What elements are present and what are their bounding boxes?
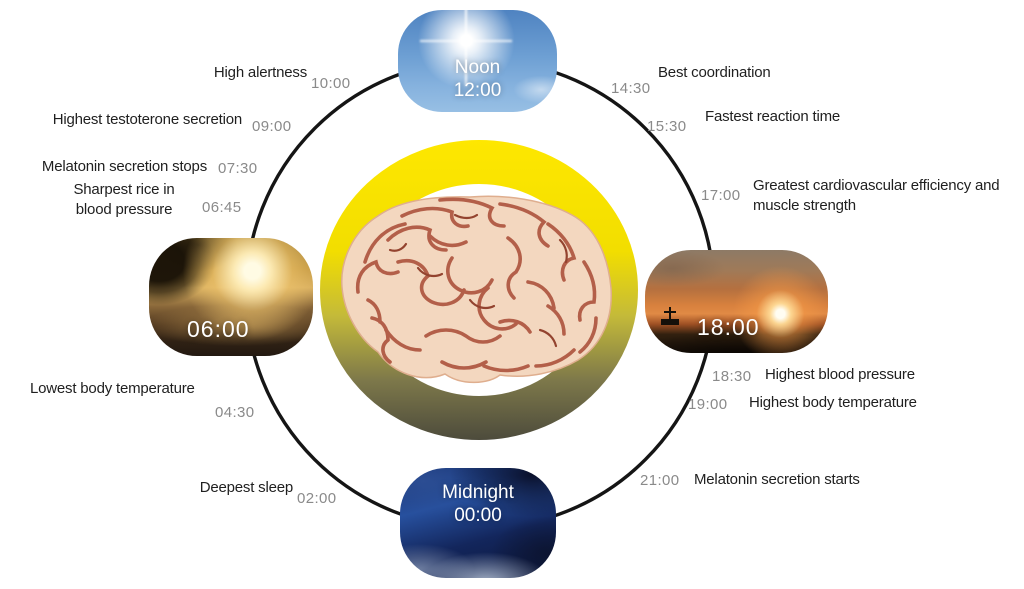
event-time-best-coordination: 14:30 [611,80,651,97]
sunset-card: 18:00 [645,250,828,353]
midnight-label: Midnight [442,482,514,503]
sun-ray-icon [465,10,467,86]
event-time-highest-temp: 19:00 [688,396,728,413]
event-label-melatonin-starts: Melatonin secretion starts [694,471,860,488]
event-label-testosterone: Highest testoterone secretion [52,111,243,128]
event-label-lowest-temp: Lowest body temperature [30,380,195,397]
noon-label: Noon [454,57,501,78]
event-time-lowest-temp: 04:30 [215,404,255,421]
event-time-deepest-sleep: 02:00 [297,490,337,507]
midnight-caption: Midnight 00:00 [400,481,556,527]
event-label-cardiovascular: Greatest cardiovascular efficiency and m… [753,177,1000,214]
event-label-highest-temp: Highest body temperature [749,394,917,411]
event-time-blood-pressure-rise: 06:45 [202,199,242,216]
event-time-fastest-reaction: 15:30 [647,118,687,135]
morning-time: 06:00 [187,316,250,342]
event-label-high-alertness: High alertness [213,64,307,81]
event-time-highest-bp: 18:30 [712,368,752,385]
noon-card: Noon 12:00 [398,10,557,112]
noon-caption: Noon 12:00 [398,56,557,102]
noon-time: 12:00 [453,80,502,101]
event-time-cardiovascular: 17:00 [701,187,741,204]
sunrise-card: 06:00 [149,238,313,356]
event-label-fastest-reaction: Fastest reaction time [705,108,841,125]
event-label-highest-bp: Highest blood pressure [765,366,915,383]
brain-illustration [341,195,612,384]
event-time-testosterone: 09:00 [252,118,292,135]
event-time-melatonin-starts: 21:00 [640,472,680,489]
event-time-melatonin-stops: 07:30 [218,160,258,177]
midnight-card: Midnight 00:00 [400,468,556,578]
event-label-blood-pressure-rise: Sharpest rice in blood pressure [73,181,175,218]
antenna-icon [661,307,679,325]
event-label-best-coordination: Best coordination [658,64,771,81]
midnight-time: 00:00 [454,505,502,526]
sun-ray-icon [420,40,512,42]
evening-time: 18:00 [697,314,760,340]
event-time-high-alertness: 10:00 [311,75,351,92]
event-label-melatonin-stops: Melatonin secretion stops [41,158,207,175]
event-label-deepest-sleep: Deepest sleep [199,479,293,496]
